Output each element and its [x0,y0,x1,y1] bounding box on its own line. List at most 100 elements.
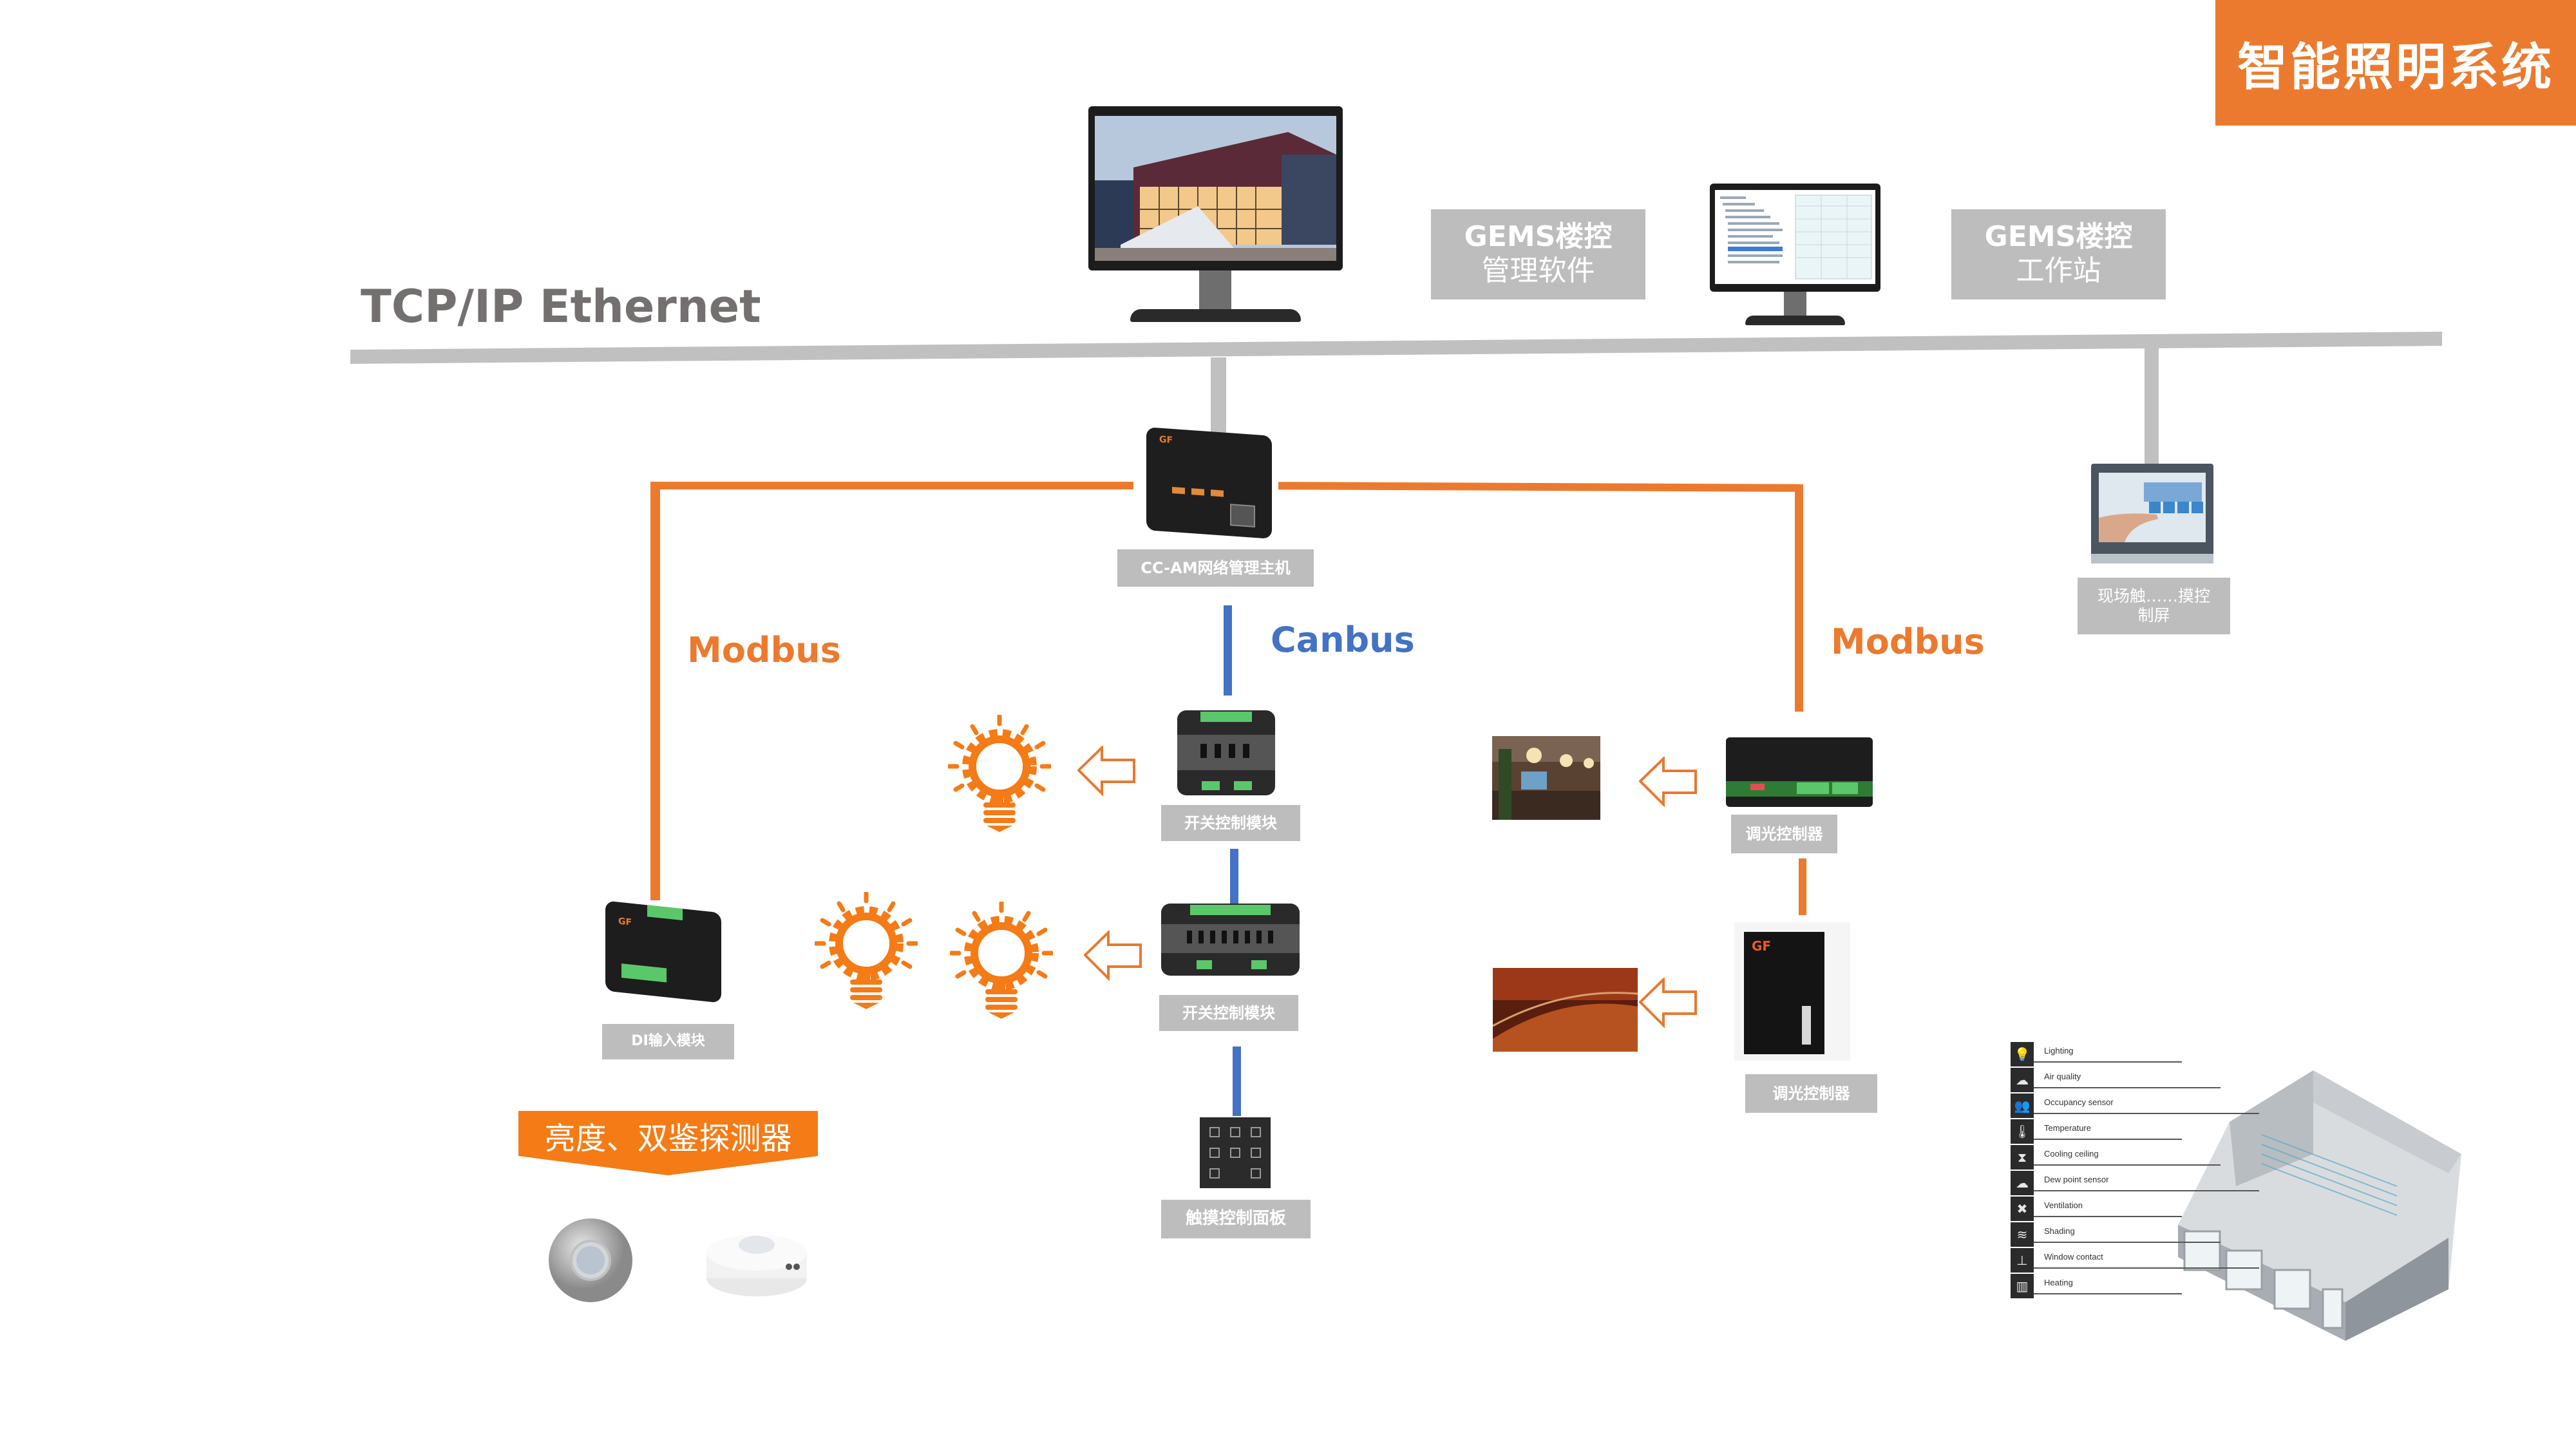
ethernet-port [1230,504,1255,527]
cc-am-controller-device: GF [1146,427,1272,539]
sensor-banner-label: 亮度、双鉴探测器 [544,1121,792,1157]
radiator-icon: ▥ [2011,1274,2034,1298]
di-input-module-label: DI输入模块 [602,1024,734,1059]
dual-sensor-icon [706,1235,807,1296]
monitor-bezel [1088,106,1343,270]
touch-screen-display [2099,473,2206,542]
dew-cloud-icon: ☁ [2011,1171,2034,1195]
room-legend-leader-line [2034,1267,2259,1269]
ethernet-backbone [350,332,2442,364]
workstation-monitor [1710,184,1880,332]
switch-module-2-device [1161,904,1300,976]
room-legend-label: Ventilation [2044,1200,2083,1210]
monitor-base [1130,309,1301,322]
room-system-illustration: 💡 Lighting ☁ Air quality 👥 Occupancy sensor 🌡 T… [2004,1038,2481,1341]
arrow-left-icon [1077,746,1135,795]
cloud-icon: ☁ [2011,1068,2034,1092]
dimmer-1-device [1726,737,1873,807]
switch-module-1-device [1177,710,1275,795]
modbus-left-horizontal [650,482,1133,489]
switch-module-2-label: 开关控制模块 [1159,995,1298,1031]
ethernet-line [350,332,2442,364]
modbus-right-horizontal [1278,482,1804,492]
modbus-left-vertical [650,482,660,900]
room-legend-leader-line [2034,1242,2221,1243]
canbus-label: Canbus [1271,620,1415,660]
arrow-left-icon [1639,978,1697,1027]
window-contact-icon: ⊥ [2011,1248,2034,1273]
monitor-base [1745,316,1845,325]
thermometer-icon: 🌡 [2011,1119,2034,1144]
monitor-stand [1784,292,1806,319]
theater-photo [1492,968,1638,1052]
touch-panel-label: 触摸控制面板 [1161,1200,1311,1238]
terminal-block [1200,712,1252,722]
room-legend-leader-line [2034,1113,2259,1114]
dimmer-2-device-wrap: GF [1734,922,1850,1061]
canbus-line-2 [1230,849,1238,913]
monitor-bezel [1710,184,1880,292]
arrow-left-icon [1084,931,1142,980]
status-led [1211,489,1224,497]
brand-logo: GF [1752,938,1772,954]
touch-screen-device [2091,464,2213,564]
canbus-line-1 [1224,605,1232,696]
building-photo [1095,116,1336,261]
room-legend-label: Cooling ceiling [2044,1149,2099,1159]
page-title: 智能照明系统 [2215,0,2576,126]
terminal-block [1190,905,1271,915]
status-led [1191,488,1204,496]
dimmer-1-label: 调光控制器 [1731,815,1837,853]
modbus-dimmer-link [1799,858,1806,915]
modbus-right-label: Modbus [1831,621,1985,662]
room-legend-leader-line [2034,1216,2182,1217]
touch-screen-label-line1: 现场触……摸控 [2097,587,2210,605]
room-legend-label: Lighting [2044,1046,2074,1056]
modbus-right-vertical [1795,486,1803,712]
front-panel [1177,735,1275,770]
room-legend-label: Occupancy sensor [2044,1097,2114,1107]
di-input-module-device: GF [605,900,721,1003]
room-legend-leader-line [2034,1164,2221,1166]
bulb-icon: 💡 [2011,1042,2034,1066]
lounge-photo [1492,736,1600,820]
room-legend-label: Temperature [2044,1123,2091,1133]
front-panel [1161,924,1300,953]
light-bulb-icon [815,892,918,1011]
software-label-line2: 管理软件 [1481,254,1595,287]
room-legend-leader-line [2034,1061,2182,1063]
software-label: GEMS楼控 管理软件 [1431,209,1645,299]
canbus-line-3 [1233,1046,1241,1116]
room-3d-render [2178,1070,2461,1341]
terminal-strip [1802,1006,1811,1045]
fan-icon: ✖ [2011,1197,2034,1221]
terminal-block [647,905,683,921]
switch-module-1-label: 开关控制模块 [1161,805,1300,841]
software-label-line1: GEMS楼控 [1464,220,1613,254]
workstation-label-line1: GEMS楼控 [1984,220,2133,254]
room-legend-label: Window contact [2044,1252,2103,1262]
room-legend-label: Air quality [2044,1072,2081,1081]
hourglass-icon: ⧗ [2011,1145,2034,1170]
room-legend-leader-line [2034,1293,2182,1294]
brand-logo: GF [1159,434,1173,446]
touch-screen-bezel-strip [2091,554,2213,564]
arrow-left-icon [1639,757,1697,806]
sensor-banner-shape [518,1111,818,1175]
monitor-stand [1199,270,1231,312]
network-label: TCP/IP Ethernet [361,280,761,333]
room-legend-leader-line [2034,1139,2182,1140]
touch-screen-label: 现场触……摸控 制屏 [2078,578,2230,634]
light-bulb-icon [948,715,1051,834]
touch-control-panel-device [1200,1117,1271,1188]
people-icon: 👥 [2011,1094,2034,1118]
touch-panel-buttons [1209,1127,1261,1179]
brand-logo: GF [618,916,632,928]
dimmer-2-label: 调光控制器 [1745,1074,1877,1113]
ethernet-drop-touchscreen [2145,345,2159,464]
dimmer-2-device: GF [1744,932,1824,1054]
workstation-label: GEMS楼控 工作站 [1951,209,2166,299]
management-monitor [1088,106,1343,328]
status-led [1172,486,1185,495]
room-legend-leader-line [2034,1190,2259,1191]
